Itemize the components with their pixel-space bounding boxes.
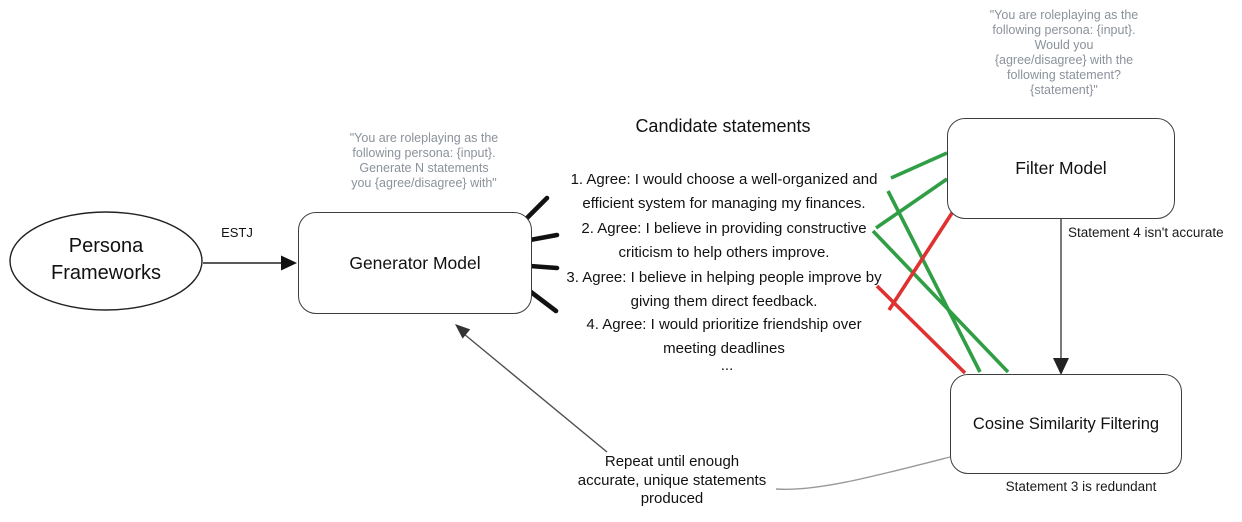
up-left-arrowhead-icon xyxy=(455,324,471,339)
accept-line-statement1-to-filter xyxy=(890,151,948,180)
down-arrowhead-icon xyxy=(1053,358,1069,375)
filter-model-box: Filter Model xyxy=(947,118,1175,219)
generator-model-box: Generator Model xyxy=(298,212,532,314)
filter-annotation: Statement 4 isn't accurate xyxy=(1068,225,1224,240)
statement-4: 4. Agree: I would prioritize friendship … xyxy=(586,316,862,357)
estj-arrowhead-icon xyxy=(281,255,297,271)
filter-model-label: Filter Model xyxy=(1015,158,1107,178)
statement-3: 3. Agree: I believe in helping people im… xyxy=(566,269,882,310)
accept-line-statement2-to-filter xyxy=(874,177,949,230)
persona-frameworks-ellipse xyxy=(9,211,203,311)
repeat-arrow xyxy=(455,324,608,453)
cosine-filtering-label: Cosine Similarity Filtering xyxy=(972,414,1160,433)
statement-1: 1. Agree: I would choose a well-organize… xyxy=(570,171,878,212)
statements-ellipsis: ... xyxy=(720,357,734,374)
cosine-to-note-connector xyxy=(775,456,951,491)
estj-label: ESTJ xyxy=(221,225,253,240)
cosine-filtering-box: Cosine Similarity Filtering xyxy=(950,374,1182,474)
repeat-note: Repeat until enough accurate, unique sta… xyxy=(577,453,767,507)
cosine-annotation: Statement 3 is redundant xyxy=(1005,479,1157,494)
tick-line xyxy=(527,232,560,243)
accept-line-statement2-to-cosine xyxy=(871,229,1010,374)
repeat-arrow-line xyxy=(463,333,608,453)
filter-to-cosine-arrow xyxy=(1053,218,1069,375)
estj-arrow xyxy=(203,255,297,271)
tick-line xyxy=(527,263,560,271)
generator-prompt-text: "You are roleplaying as the following pe… xyxy=(349,131,499,190)
candidate-statements-title: Candidate statements xyxy=(635,116,811,136)
reject-line-statement3-to-cosine xyxy=(875,284,967,375)
tick-line xyxy=(523,195,550,222)
persona-frameworks-label: Persona Frameworks xyxy=(50,235,161,284)
reject-line-filter-to-statement4 xyxy=(887,212,954,311)
generator-model-label: Generator Model xyxy=(349,252,481,273)
accept-line-statement1-to-cosine xyxy=(886,190,982,373)
filter-prompt-text: "You are roleplaying as the following pe… xyxy=(989,8,1139,97)
statement-2: 2. Agree: I believe in providing constru… xyxy=(581,220,867,261)
